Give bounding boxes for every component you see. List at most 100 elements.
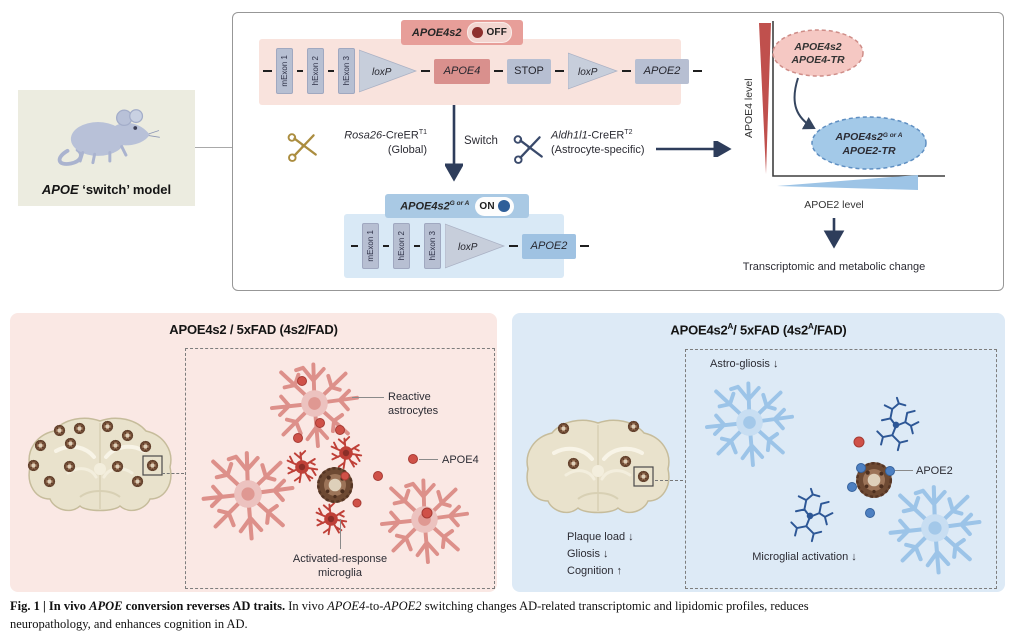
apoe4-brain-icon bbox=[20, 411, 180, 523]
aldh-sup: T2 bbox=[624, 129, 633, 136]
on-badge-sup: G or A bbox=[449, 199, 470, 207]
apoe2-construct: mExon 1 hExon 2 hExon 3 loxP APOE2 bbox=[351, 223, 589, 269]
on-badge: APOE4s2G or A ON bbox=[385, 194, 529, 218]
stop-label: STOP bbox=[514, 65, 544, 77]
on-toggle-knob bbox=[497, 200, 510, 212]
state-transition-arrow bbox=[793, 77, 816, 130]
rp-t3: /FAD) bbox=[813, 322, 847, 338]
apoe2-brain-icon bbox=[518, 413, 678, 525]
exon-label: hExon 2 bbox=[310, 56, 320, 86]
caption-fig: Fig. 1 | bbox=[10, 599, 49, 613]
exon-label: mExon 1 bbox=[365, 230, 375, 262]
ellipse1-line1: APOE4s2 bbox=[793, 41, 841, 53]
dna-dash bbox=[263, 69, 272, 73]
caption-line1: Fig. 1 | In vivo APOE conversion reverse… bbox=[10, 597, 1000, 615]
off-toggle: OFF bbox=[467, 22, 513, 43]
y-axis-label: APOE4 level bbox=[743, 78, 755, 138]
loxp-label: loxP bbox=[458, 242, 478, 253]
dna-dash bbox=[421, 69, 430, 73]
left-panel-title: APOE4s2 / 5xFAD (4s2/FAD) bbox=[169, 322, 338, 337]
apoe4-fad-panel: APOE4s2 / 5xFAD (4s2/FAD) bbox=[10, 313, 497, 592]
model-label-rest: ‘switch’ model bbox=[78, 182, 172, 197]
apoe2-fad-panel: APOE4s2A/ 5xFAD (4s2A/FAD) bbox=[512, 313, 1005, 592]
astrogliosis-label: Astro-gliosis ↓ bbox=[710, 358, 779, 370]
right-panel-title: APOE4s2A/ 5xFAD (4s2A/FAD) bbox=[512, 322, 1005, 337]
model-label: APOE ‘switch’ model bbox=[18, 182, 195, 197]
exon-label: hExon 3 bbox=[427, 231, 437, 261]
apoe4-line bbox=[419, 459, 438, 460]
rp-t1: APOE4s2 bbox=[670, 322, 728, 338]
switch-diagram-box: APOE4s2 OFF mExon 1 hExon 2 hExon 3 loxP… bbox=[232, 12, 1004, 291]
aldh-rest: -CreER bbox=[587, 129, 625, 142]
apoe2-gene-box: APOE2 bbox=[522, 233, 576, 259]
reactive-astrocytes-label: Reactive astrocytes bbox=[388, 390, 438, 419]
apoe2-gradient-wedge bbox=[777, 175, 918, 190]
microglia-line bbox=[340, 519, 341, 549]
exon-box: hExon 3 bbox=[338, 48, 355, 94]
exon-box: mExon 1 bbox=[276, 48, 293, 94]
caption-t2: -to- bbox=[365, 599, 384, 613]
ellipse1-line2: APOE4-TR bbox=[790, 54, 845, 66]
on-badge-gene-text: APOE4s2 bbox=[400, 200, 450, 213]
dna-dash bbox=[414, 244, 420, 248]
off-badge-gene: APOE4s2 bbox=[411, 26, 462, 39]
cognition-label: Cognition ↑ bbox=[567, 565, 623, 578]
figure-caption: Fig. 1 | In vivo APOE conversion reverse… bbox=[10, 597, 1000, 633]
rosa-rest: -CreER bbox=[382, 129, 419, 142]
outcome-label: Transcriptomic and metabolic change bbox=[743, 261, 925, 273]
dna-dash bbox=[297, 69, 303, 73]
model-label-gene: APOE bbox=[41, 182, 79, 197]
reactive-astrocytes-line bbox=[352, 397, 384, 398]
plaque-load-label: Plaque load ↓ bbox=[567, 531, 634, 543]
zoom-marker-box bbox=[142, 455, 163, 476]
apoe2-gene-label: APOE2 bbox=[643, 65, 681, 77]
apoe4-state-ellipse bbox=[772, 29, 864, 77]
zoom-dashed-connector bbox=[655, 480, 683, 481]
switch-label: Switch bbox=[464, 135, 498, 147]
exon-box: hExon 2 bbox=[307, 48, 324, 94]
caption-g1: APOE4 bbox=[327, 599, 366, 613]
dna-dash bbox=[494, 69, 503, 73]
outcome-list: Plaque load ↓ Gliosis ↓ Cognition ↑ bbox=[567, 529, 634, 580]
activated-microglia-label: Activated-response microglia bbox=[260, 552, 420, 581]
caption-gene: APOE bbox=[89, 599, 123, 613]
on-toggle-label: ON bbox=[479, 200, 495, 212]
zoom-dashed-connector bbox=[162, 473, 184, 474]
dna-dash bbox=[509, 244, 518, 248]
loxp-site-icon: loxP bbox=[568, 52, 618, 90]
aldh-scope: (Astrocyte-specific) bbox=[551, 143, 645, 156]
apoe2-line bbox=[895, 470, 913, 471]
apoe2-gene-box: APOE2 bbox=[635, 58, 689, 84]
dna-dash bbox=[383, 244, 389, 248]
zoom-marker-box bbox=[633, 466, 654, 487]
dna-dash bbox=[580, 244, 589, 248]
x-axis-label: APOE2 level bbox=[804, 199, 864, 211]
exon-box: mExon 1 bbox=[362, 223, 379, 269]
loxp-label: loxP bbox=[578, 67, 598, 78]
microglia-l1: Activated-response bbox=[292, 553, 388, 565]
gliosis-label: Gliosis ↓ bbox=[567, 548, 609, 561]
caption-t3: switching changes AD-related transcripto… bbox=[421, 599, 809, 613]
apoe2-state-ellipse bbox=[811, 116, 927, 170]
caption-b1: In vivo bbox=[48, 599, 90, 613]
to-graph-arrow bbox=[656, 141, 732, 157]
exon-box: hExon 2 bbox=[393, 223, 410, 269]
dna-dash bbox=[693, 69, 702, 73]
dna-dash bbox=[351, 244, 358, 248]
loxp-site-icon: loxP bbox=[359, 49, 417, 93]
caption-b2: conversion reverses AD traits. bbox=[122, 599, 286, 613]
scissors-astrocyte-icon bbox=[513, 125, 547, 171]
scissors-global-icon bbox=[287, 123, 321, 169]
apoe2-particles bbox=[847, 436, 895, 518]
microglia-l2: microglia bbox=[317, 567, 362, 580]
rp-t2: / 5xFAD (4s2 bbox=[733, 322, 809, 338]
apoe4-particle-label: APOE4 bbox=[442, 454, 479, 466]
apoe2-particle-label: APOE2 bbox=[916, 465, 953, 477]
off-toggle-label: OFF bbox=[486, 27, 508, 38]
aldh-cre-label: Aldh1l1-CreERT2 (Astrocyte-specific) bbox=[551, 128, 701, 157]
loxp-site-icon: loxP bbox=[445, 223, 505, 269]
off-toggle-knob bbox=[472, 27, 484, 38]
left-zoom-box bbox=[185, 348, 495, 589]
dna-dash bbox=[622, 69, 631, 73]
off-badge: APOE4s2 OFF bbox=[401, 20, 523, 45]
